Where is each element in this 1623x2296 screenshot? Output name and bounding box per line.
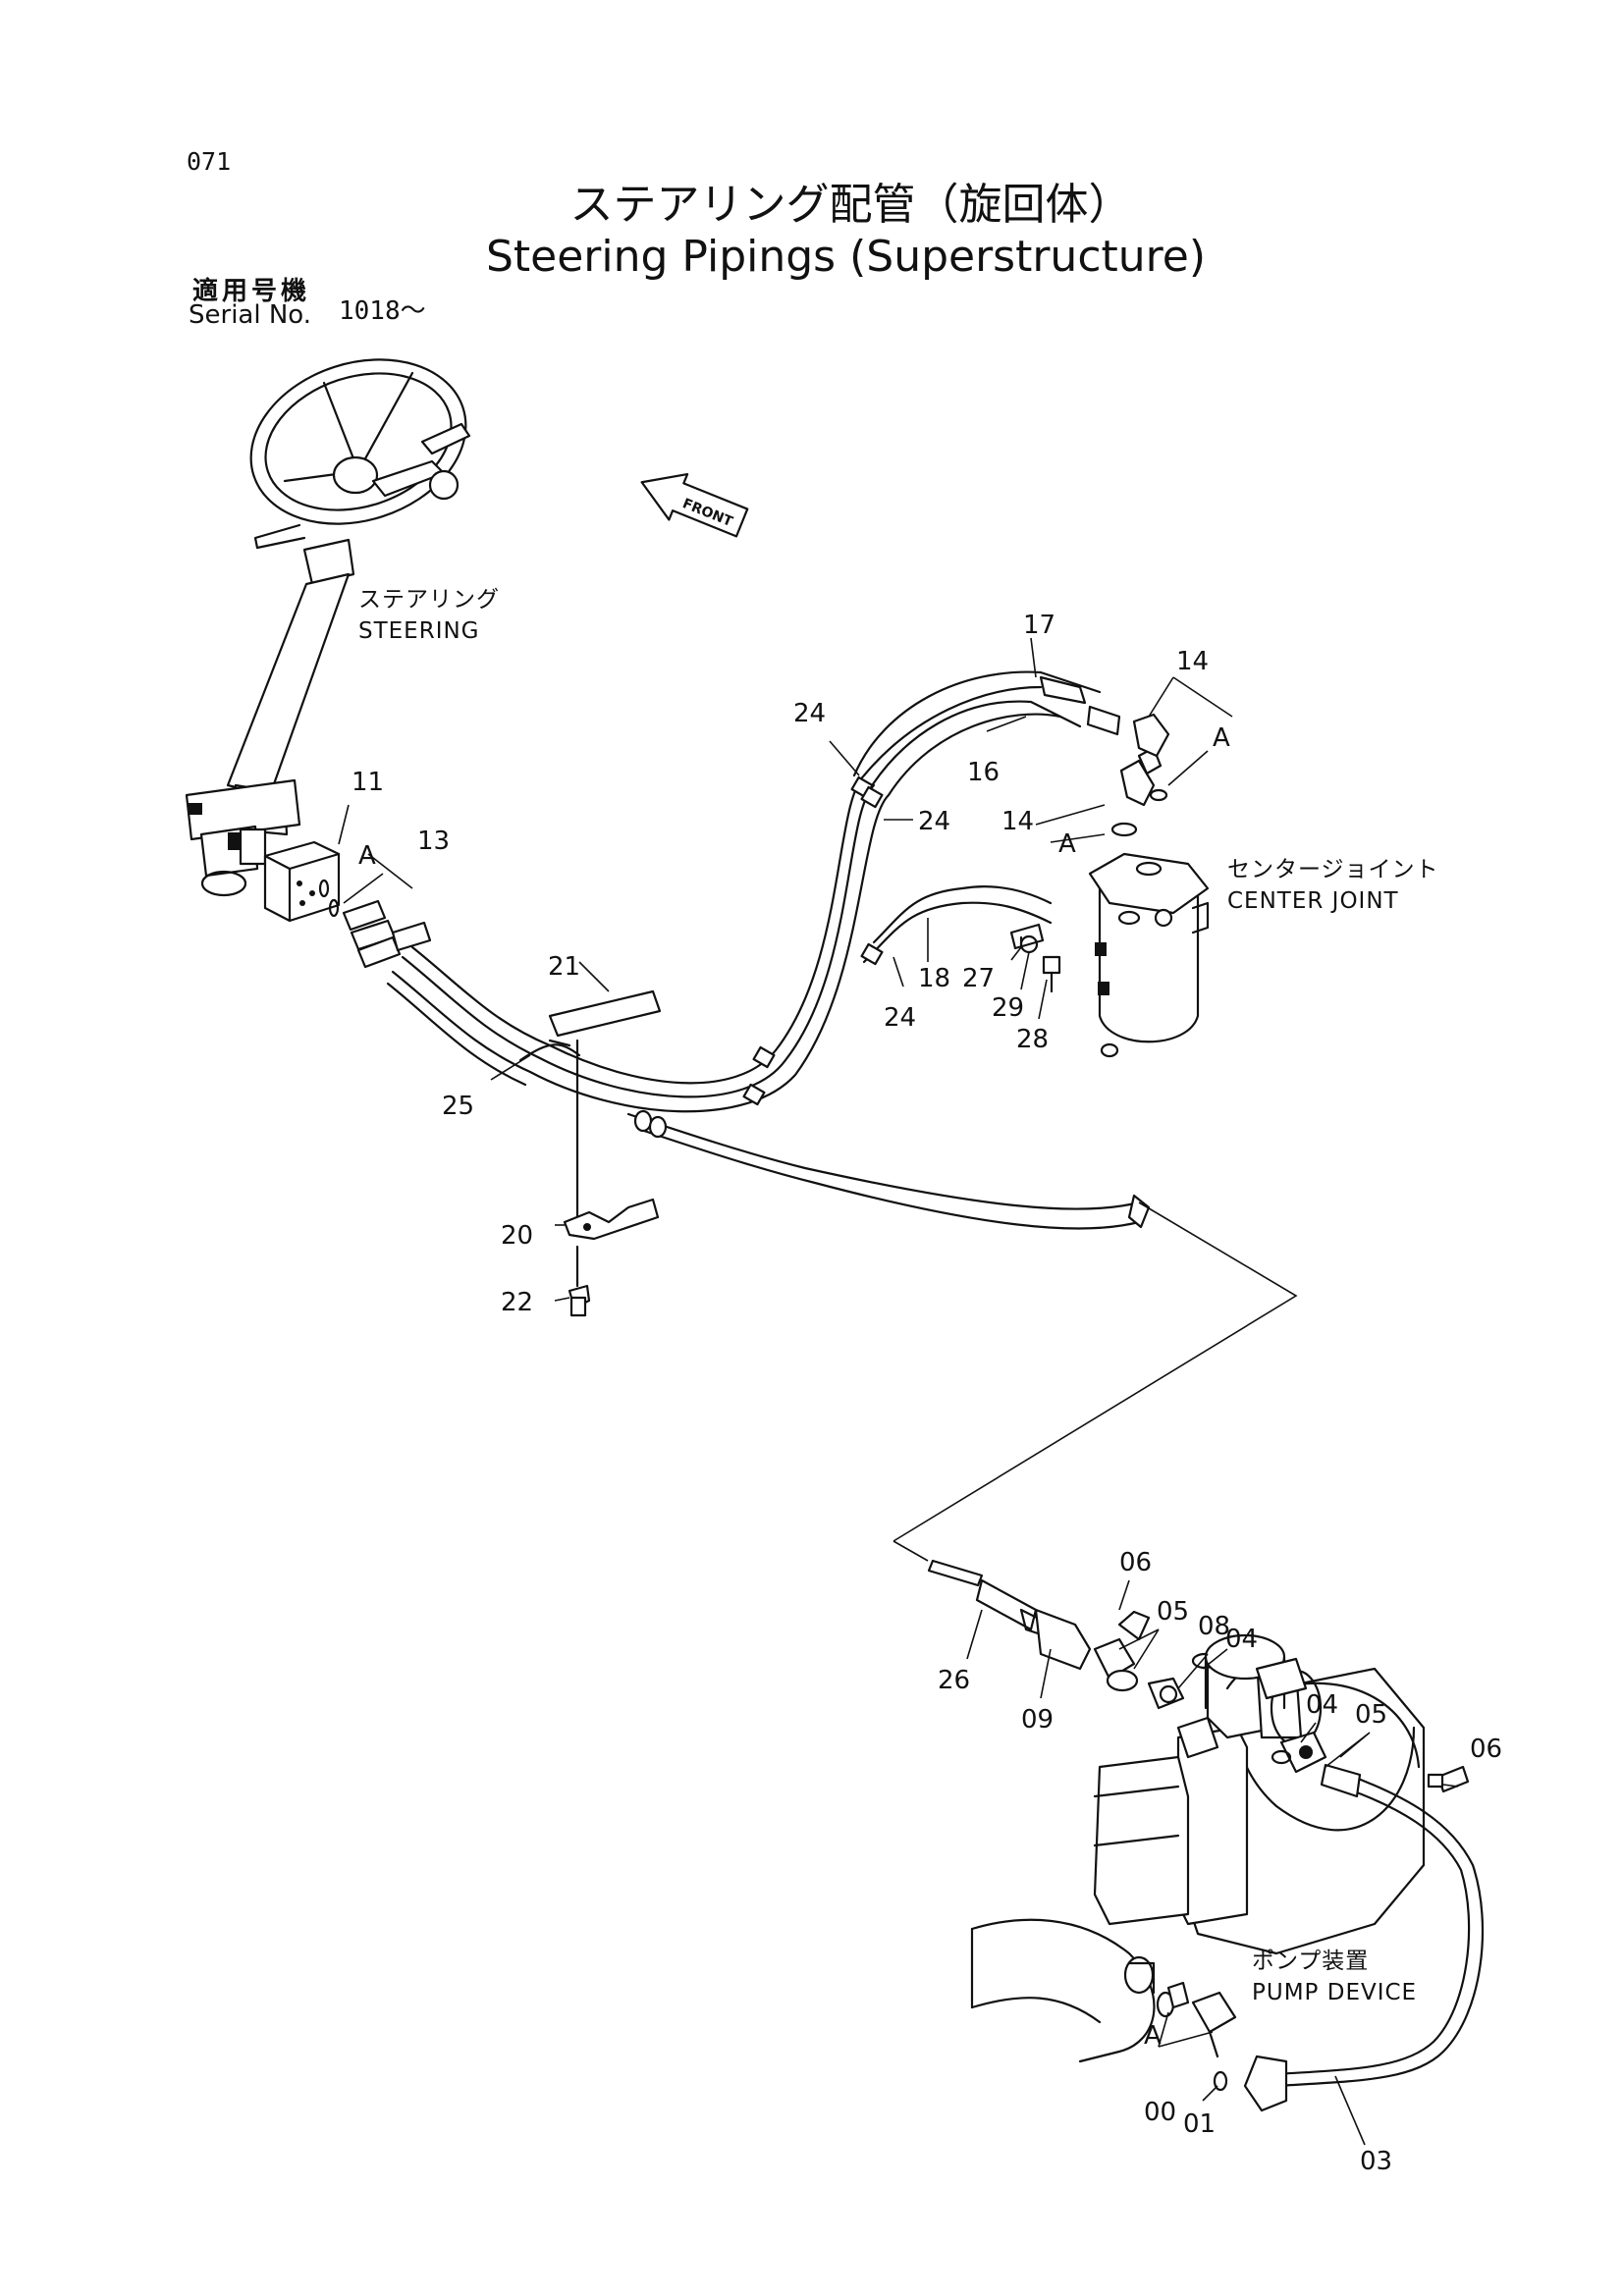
hose-bundle: [386, 670, 1151, 1230]
center-joint-fittings: [1009, 713, 1170, 993]
callout-13: 13: [417, 827, 450, 856]
callout-numbers: 11 13 A 21 25 20 22 24 24 24 17 16 14 14…: [352, 611, 1502, 2176]
callout-09: 09: [1021, 1705, 1054, 1735]
center-joint-label-english: CENTER JOINT: [1227, 888, 1399, 914]
callout-03: 03: [1360, 2147, 1392, 2176]
callout-14-upper: 14: [1176, 647, 1209, 676]
callout-00: 00: [1144, 2098, 1176, 2127]
page-title-japanese: ステアリング配管（旋回体）: [569, 180, 1132, 230]
callout-06-upper: 06: [1119, 1548, 1152, 1577]
callout-24-middle: 24: [918, 807, 950, 836]
steering-label-english: STEERING: [358, 618, 480, 644]
clamp-assembly: [518, 989, 662, 1317]
callout-01: 01: [1183, 2109, 1216, 2139]
serial-label-english: Serial No.: [189, 300, 311, 330]
pump-fittings-and-hoses: [927, 1559, 1485, 2112]
callout-a-upper: A: [1213, 723, 1230, 753]
page-number: 071: [187, 147, 232, 176]
steering-valve-block: [263, 840, 341, 923]
callout-a-pump: A: [1144, 2021, 1162, 2051]
callout-28: 28: [1016, 1025, 1049, 1054]
page-title-english: Steering Pipings (Superstructure): [485, 232, 1207, 282]
callout-05-upper: 05: [1157, 1597, 1189, 1627]
callout-22: 22: [501, 1288, 533, 1317]
callout-08: 08: [1198, 1612, 1230, 1641]
callout-25: 25: [442, 1092, 474, 1121]
steering-label-japanese: ステアリング: [358, 587, 500, 613]
callout-06-lower: 06: [1470, 1735, 1502, 1764]
callout-24-lower: 24: [884, 1003, 916, 1033]
callout-21: 21: [548, 952, 580, 982]
callout-05-lower: 05: [1355, 1700, 1387, 1730]
callout-14-lower: 14: [1001, 807, 1034, 836]
callout-26: 26: [938, 1666, 970, 1695]
callout-17: 17: [1023, 611, 1055, 640]
center-joint-label-japanese: センタージョイント: [1227, 857, 1439, 882]
callout-04-upper: 04: [1225, 1625, 1258, 1654]
serial-number-value: 1018～: [339, 296, 426, 326]
callout-27: 27: [962, 964, 995, 993]
steering-column-illustration: [185, 358, 471, 897]
callout-a-lower: A: [1058, 829, 1076, 859]
callout-04-lower: 04: [1306, 1690, 1338, 1720]
callout-16: 16: [967, 758, 1000, 787]
callout-20: 20: [501, 1221, 533, 1251]
callout-24-upper: 24: [793, 699, 826, 728]
callout-a-steering: A: [358, 841, 376, 871]
serial-label-japanese: 適用号機: [192, 277, 311, 306]
pump-device-illustration: [970, 1647, 1426, 2063]
center-joint-illustration: [1088, 852, 1210, 1058]
front-direction-arrow: FRONT: [640, 472, 749, 538]
callout-11: 11: [352, 768, 384, 797]
fittings-group-13: [318, 879, 432, 969]
callout-18: 18: [918, 964, 950, 993]
callout-29: 29: [992, 993, 1024, 1023]
pump-device-label-japanese: ポンプ装置: [1252, 1949, 1369, 1974]
continuation-lines: [893, 1201, 1298, 1562]
pump-device-label-english: PUMP DEVICE: [1252, 1980, 1417, 2005]
leader-lines: [338, 637, 1459, 2146]
